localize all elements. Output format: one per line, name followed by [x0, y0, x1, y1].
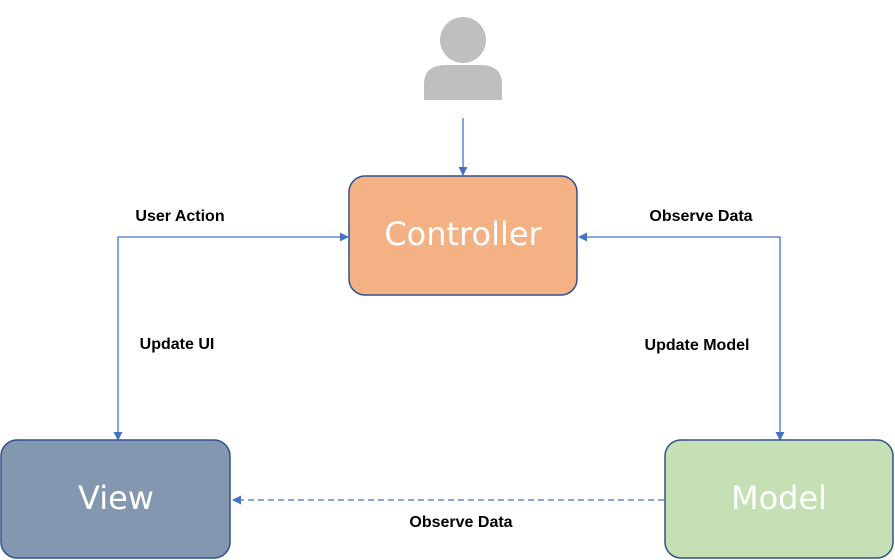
user-icon-head — [440, 17, 486, 63]
view-label: View — [78, 479, 154, 517]
user-icon — [424, 17, 502, 100]
user-icon-body — [424, 65, 502, 100]
model-label: Model — [731, 479, 827, 517]
controller-model-connector — [578, 232, 785, 441]
model-node: Model — [664, 439, 894, 559]
view-controller-connector — [113, 232, 349, 441]
update-ui-label: Update UI — [140, 336, 215, 353]
view-box — [0, 439, 231, 559]
observe-data-view-label: Observe Data — [409, 514, 512, 531]
user-action-label: User Action — [135, 208, 224, 225]
view-node: View — [0, 439, 231, 559]
observe-data-controller-label: Observe Data — [649, 208, 752, 225]
controller-label: Controller — [384, 215, 542, 253]
model-box — [664, 439, 894, 559]
controller-node: Controller — [348, 175, 578, 296]
update-model-label: Update Model — [645, 337, 750, 354]
controller-box — [348, 175, 578, 296]
